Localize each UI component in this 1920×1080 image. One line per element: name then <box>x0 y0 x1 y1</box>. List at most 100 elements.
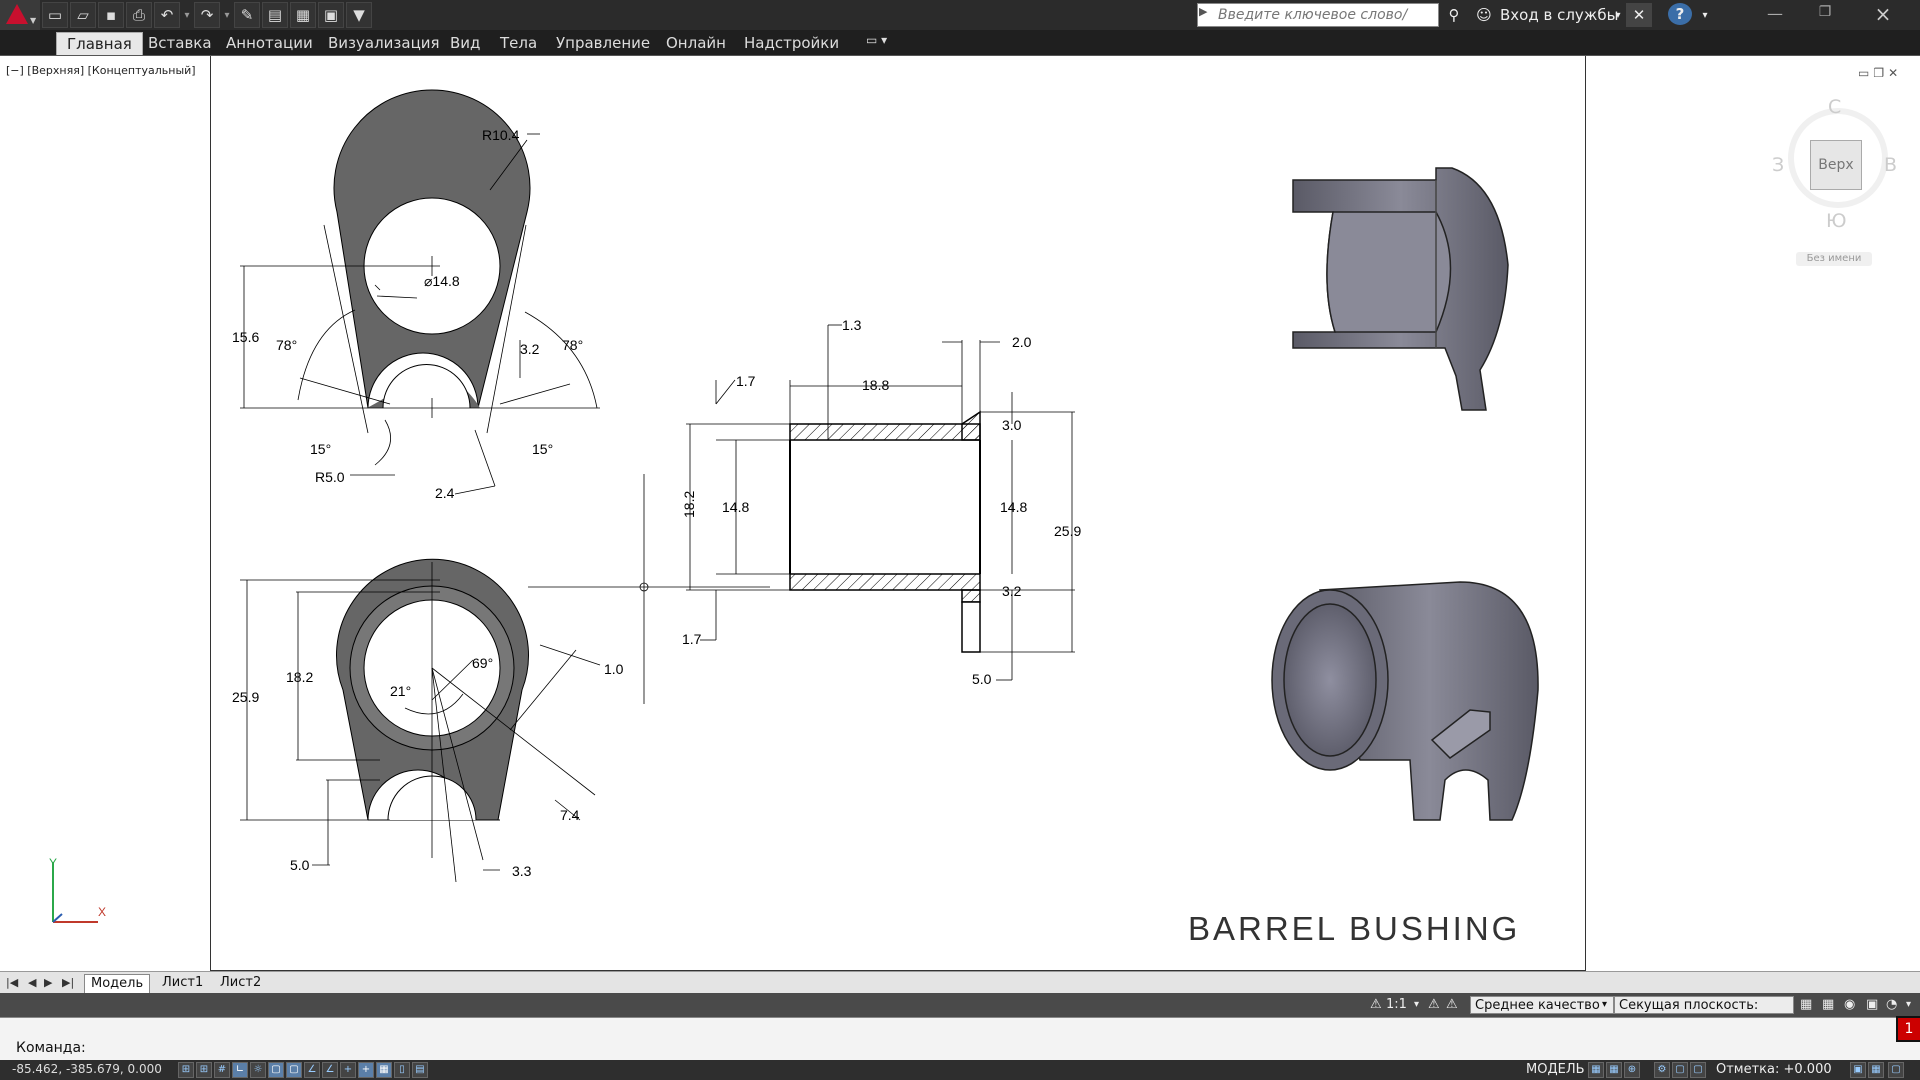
save-icon[interactable]: ▪ <box>98 2 124 28</box>
status-menu-icon[interactable]: ▾ <box>1906 999 1912 1010</box>
navigation-icon[interactable]: ▢ <box>1690 1062 1706 1078</box>
qat-customize-icon[interactable]: ▼ <box>346 2 372 28</box>
tab-model[interactable]: Модель <box>84 974 151 993</box>
quick-view-drawings-icon[interactable]: ▦ <box>1606 1062 1622 1078</box>
close-button[interactable]: × <box>1874 2 1892 26</box>
help-dropdown-icon[interactable]: ▾ <box>1702 9 1708 21</box>
isolate-icon[interactable]: ▣ <box>1850 1062 1866 1078</box>
quick-view-layouts-icon[interactable]: ▦ <box>1588 1062 1604 1078</box>
render-quality-select[interactable]: Среднее качество <box>1470 996 1614 1014</box>
match-properties-icon[interactable]: ✎ <box>234 2 260 28</box>
markup-icon[interactable]: ▦ <box>290 2 316 28</box>
workspace-icon[interactable]: ▦ <box>1800 997 1813 1012</box>
application-menu-button[interactable]: ▼ <box>0 0 40 30</box>
user-icon[interactable]: ☺ <box>1476 6 1492 24</box>
dim-text: 78° <box>276 337 297 353</box>
undo-icon[interactable]: ↶ <box>154 2 180 28</box>
status-tray-icon[interactable]: ▦ <box>1868 1062 1884 1078</box>
polar-tracking-icon[interactable]: ☼ <box>250 1062 266 1078</box>
ucs-name-dropdown[interactable]: Без имени <box>1796 252 1872 266</box>
auto-scale-icon[interactable]: ⚠ <box>1446 997 1458 1012</box>
elevation-readout[interactable]: Отметка: +0.000 <box>1716 1062 1832 1077</box>
tab-online[interactable]: Онлайн <box>666 34 726 52</box>
sign-in-dropdown-icon[interactable]: ▾ <box>1615 9 1621 21</box>
redo-icon[interactable]: ↷ <box>194 2 220 28</box>
viewport-controls-label[interactable]: [−] [Верхняя] [Концептуальный] <box>6 64 196 77</box>
command-badge-icon[interactable]: 1 <box>1896 1016 1920 1042</box>
lightbulb-icon[interactable]: ◔ <box>1886 997 1898 1012</box>
annotation-scale[interactable]: 1:1 <box>1386 997 1407 1012</box>
workspace-switch-icon[interactable]: ⚙ <box>1654 1062 1670 1078</box>
search-expand-icon[interactable]: ▶ <box>1199 5 1208 18</box>
next-tab-icon[interactable]: ▶ <box>44 976 53 989</box>
annotation-scale-icon[interactable]: ⚠ <box>1370 997 1382 1012</box>
section-plane-field[interactable]: Секущая плоскость: 42.000 <box>1614 996 1794 1031</box>
tab-layout2[interactable]: Лист2 <box>220 975 262 990</box>
restore-button[interactable]: ❐ <box>1818 4 1832 20</box>
viewport-window-controls[interactable]: ▭❐✕ <box>1858 66 1903 80</box>
tab-home[interactable]: Главная <box>56 32 143 55</box>
undo-dropdown-icon[interactable]: ▾ <box>184 9 190 21</box>
prev-tab-icon[interactable]: ◀ <box>28 976 37 989</box>
clean-screen-icon[interactable]: ▢ <box>1888 1062 1904 1078</box>
sign-in-label[interactable]: Вход в службы <box>1500 6 1619 24</box>
viewcube-top-face[interactable]: Верх <box>1810 140 1862 190</box>
viewcube-compass-ring[interactable] <box>1788 108 1888 208</box>
tab-addins[interactable]: Надстройки <box>744 34 840 52</box>
new-file-icon[interactable]: ▭ <box>42 2 68 28</box>
grid-display-icon[interactable]: # <box>214 1062 230 1078</box>
transparency-icon[interactable]: ▦ <box>376 1062 392 1078</box>
sheet-set-icon[interactable]: ▤ <box>262 2 288 28</box>
exchange-icon[interactable]: ✕ <box>1626 3 1652 27</box>
search-input[interactable]: Введите ключевое слово/фразу <box>1197 3 1439 45</box>
minimize-button[interactable]: — <box>1767 4 1783 23</box>
command-prompt: Команда: <box>16 1040 86 1056</box>
last-tab-icon[interactable]: ▶| <box>62 976 75 989</box>
lineweight-icon[interactable]: + <box>358 1062 374 1078</box>
tab-view[interactable]: Вид <box>450 34 481 52</box>
toolbar-lock-icon[interactable]: ▢ <box>1672 1062 1688 1078</box>
cursor-coordinates[interactable]: -85.462, -385.679, 0.000 <box>12 1062 162 1076</box>
quick-properties-icon[interactable]: ▯ <box>394 1062 410 1078</box>
tab-annotate[interactable]: Аннотации <box>226 34 313 52</box>
dim-text: 7.4 <box>560 807 580 823</box>
tab-solids[interactable]: Тела <box>500 34 538 52</box>
compass-east-label[interactable]: В <box>1884 154 1898 176</box>
tab-insert[interactable]: Вставка <box>148 34 212 52</box>
drawing-canvas[interactable] <box>0 56 1920 971</box>
print-icon[interactable]: ⎙ <box>126 2 152 28</box>
quality-dropdown-icon[interactable]: ▾ <box>1602 999 1608 1010</box>
publish-icon[interactable]: ▣ <box>318 2 344 28</box>
dim-text: 18.2 <box>286 669 313 685</box>
3d-object-snap-icon[interactable]: ▢ <box>286 1062 302 1078</box>
ribbon-minimize-icon[interactable]: ▭ ▾ <box>866 33 888 47</box>
dynamic-ucs-icon[interactable]: ∠ <box>322 1062 338 1078</box>
binoculars-search-icon[interactable]: ⚲ <box>1448 6 1460 24</box>
dynamic-input-icon[interactable]: + <box>340 1062 356 1078</box>
tab-visualize[interactable]: Визуализация <box>328 34 440 52</box>
compass-north-label[interactable]: С <box>1828 96 1842 118</box>
infer-constraints-icon[interactable]: ⊞ <box>178 1062 194 1078</box>
tab-manage[interactable]: Управление <box>556 34 651 52</box>
annotation-visibility-icon[interactable]: ⚠ <box>1428 997 1440 1012</box>
open-folder-icon[interactable]: ▱ <box>70 2 96 28</box>
model-space-toggle[interactable]: МОДЕЛЬ <box>1526 1062 1585 1077</box>
tab-layout1[interactable]: Лист1 <box>162 975 204 990</box>
snap-mode-icon[interactable]: ⊞ <box>196 1062 212 1078</box>
first-tab-icon[interactable]: |◀ <box>6 976 19 989</box>
redo-dropdown-icon[interactable]: ▾ <box>224 9 230 21</box>
selection-cycling-icon[interactable]: ▤ <box>412 1062 428 1078</box>
compass-south-label[interactable]: Ю <box>1826 210 1847 232</box>
help-icon[interactable]: ? <box>1668 3 1692 25</box>
pan-zoom-icon[interactable]: ⊕ <box>1624 1062 1640 1078</box>
compass-west-label[interactable]: З <box>1772 154 1785 176</box>
annotation-status-bar: ⚠ 1:1 ▾ ⚠ ⚠ Среднее качество ▾ Секущая п… <box>0 993 1920 1031</box>
scale-dropdown-icon[interactable]: ▾ <box>1414 999 1420 1010</box>
ortho-mode-icon[interactable]: ∟ <box>232 1062 248 1078</box>
lock-ui-icon[interactable]: ▦ <box>1822 997 1835 1012</box>
hardware-acceleration-icon[interactable]: ▣ <box>1866 997 1879 1012</box>
object-snap-icon[interactable]: ▢ <box>268 1062 284 1078</box>
object-snap-tracking-icon[interactable]: ∠ <box>304 1062 320 1078</box>
command-line[interactable] <box>0 1017 1920 1061</box>
isolate-objects-icon[interactable]: ◉ <box>1844 997 1856 1012</box>
